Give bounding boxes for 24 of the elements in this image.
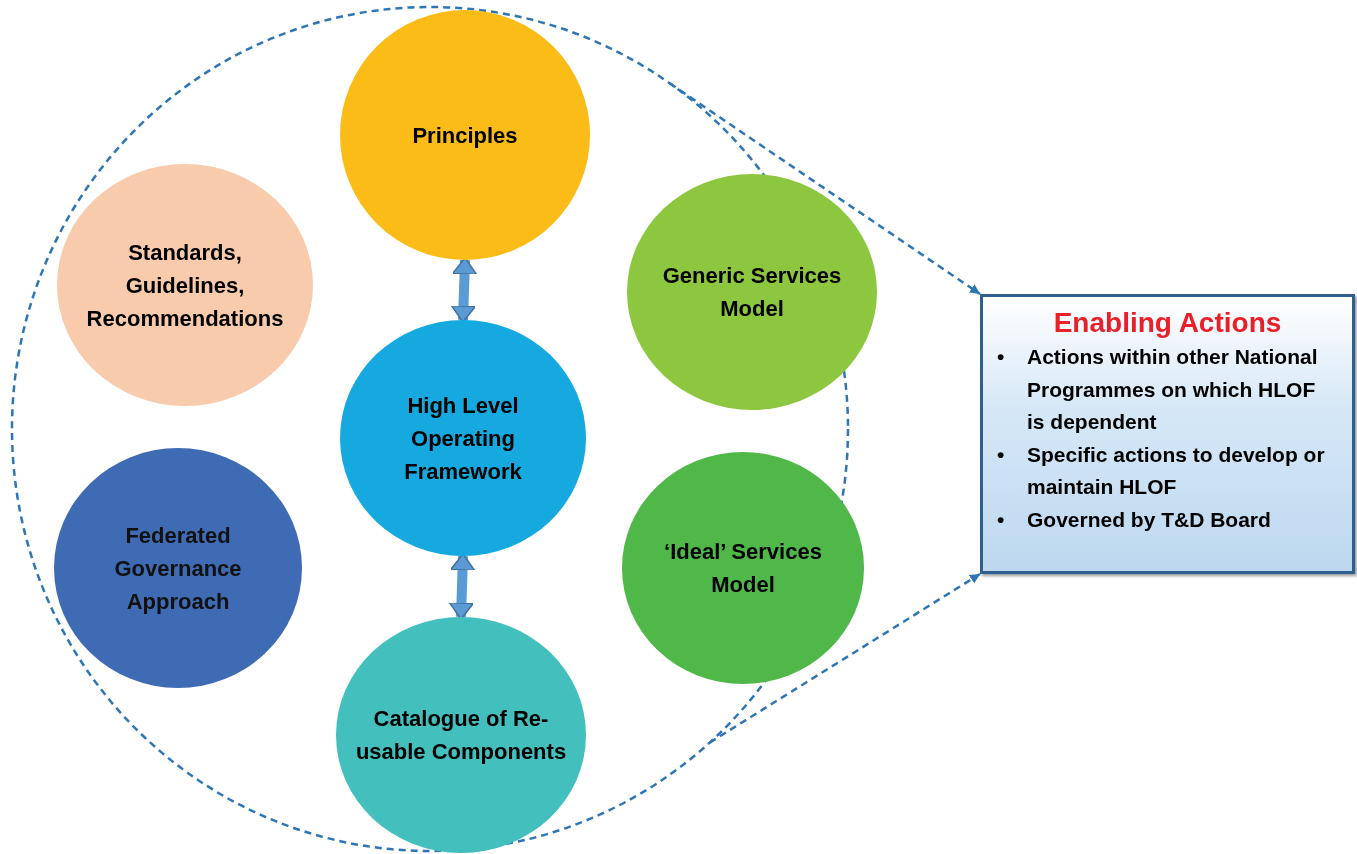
bullet-text: Governed by T&D Board <box>1027 506 1271 533</box>
circle-node <box>338 8 592 262</box>
circle-node <box>338 318 588 558</box>
circle-node <box>55 162 315 408</box>
node-label: Federated Governance Approach <box>113 521 243 616</box>
circle-node <box>625 172 879 412</box>
node-label: Standards, Guidelines, Recommendations <box>85 238 285 333</box>
box-title: Enabling Actions <box>1052 307 1283 339</box>
double-arrow <box>450 257 478 323</box>
circle-node <box>334 615 588 854</box>
bullet: • <box>997 506 1006 533</box>
circle-node <box>52 446 304 690</box>
node-label: High Level Operating Framework <box>403 391 523 486</box>
node-label: Principles <box>411 121 519 150</box>
double-arrow <box>448 553 476 620</box>
node-label: Catalogue of Re-usable Components <box>354 705 568 766</box>
bullet: • <box>997 344 1006 370</box>
circle-node <box>620 450 866 686</box>
bullet-text: Actions within other National Programmes on which HLOF is dependent <box>1027 344 1319 436</box>
node-label: ‘Ideal’ Services Model <box>663 538 823 599</box>
bullet-text: Specific actions to develop or maintain HLOF <box>1027 441 1326 501</box>
info-box <box>980 294 1355 574</box>
node-label: Generic Services Model <box>661 262 843 323</box>
bullet: • <box>997 441 1006 468</box>
